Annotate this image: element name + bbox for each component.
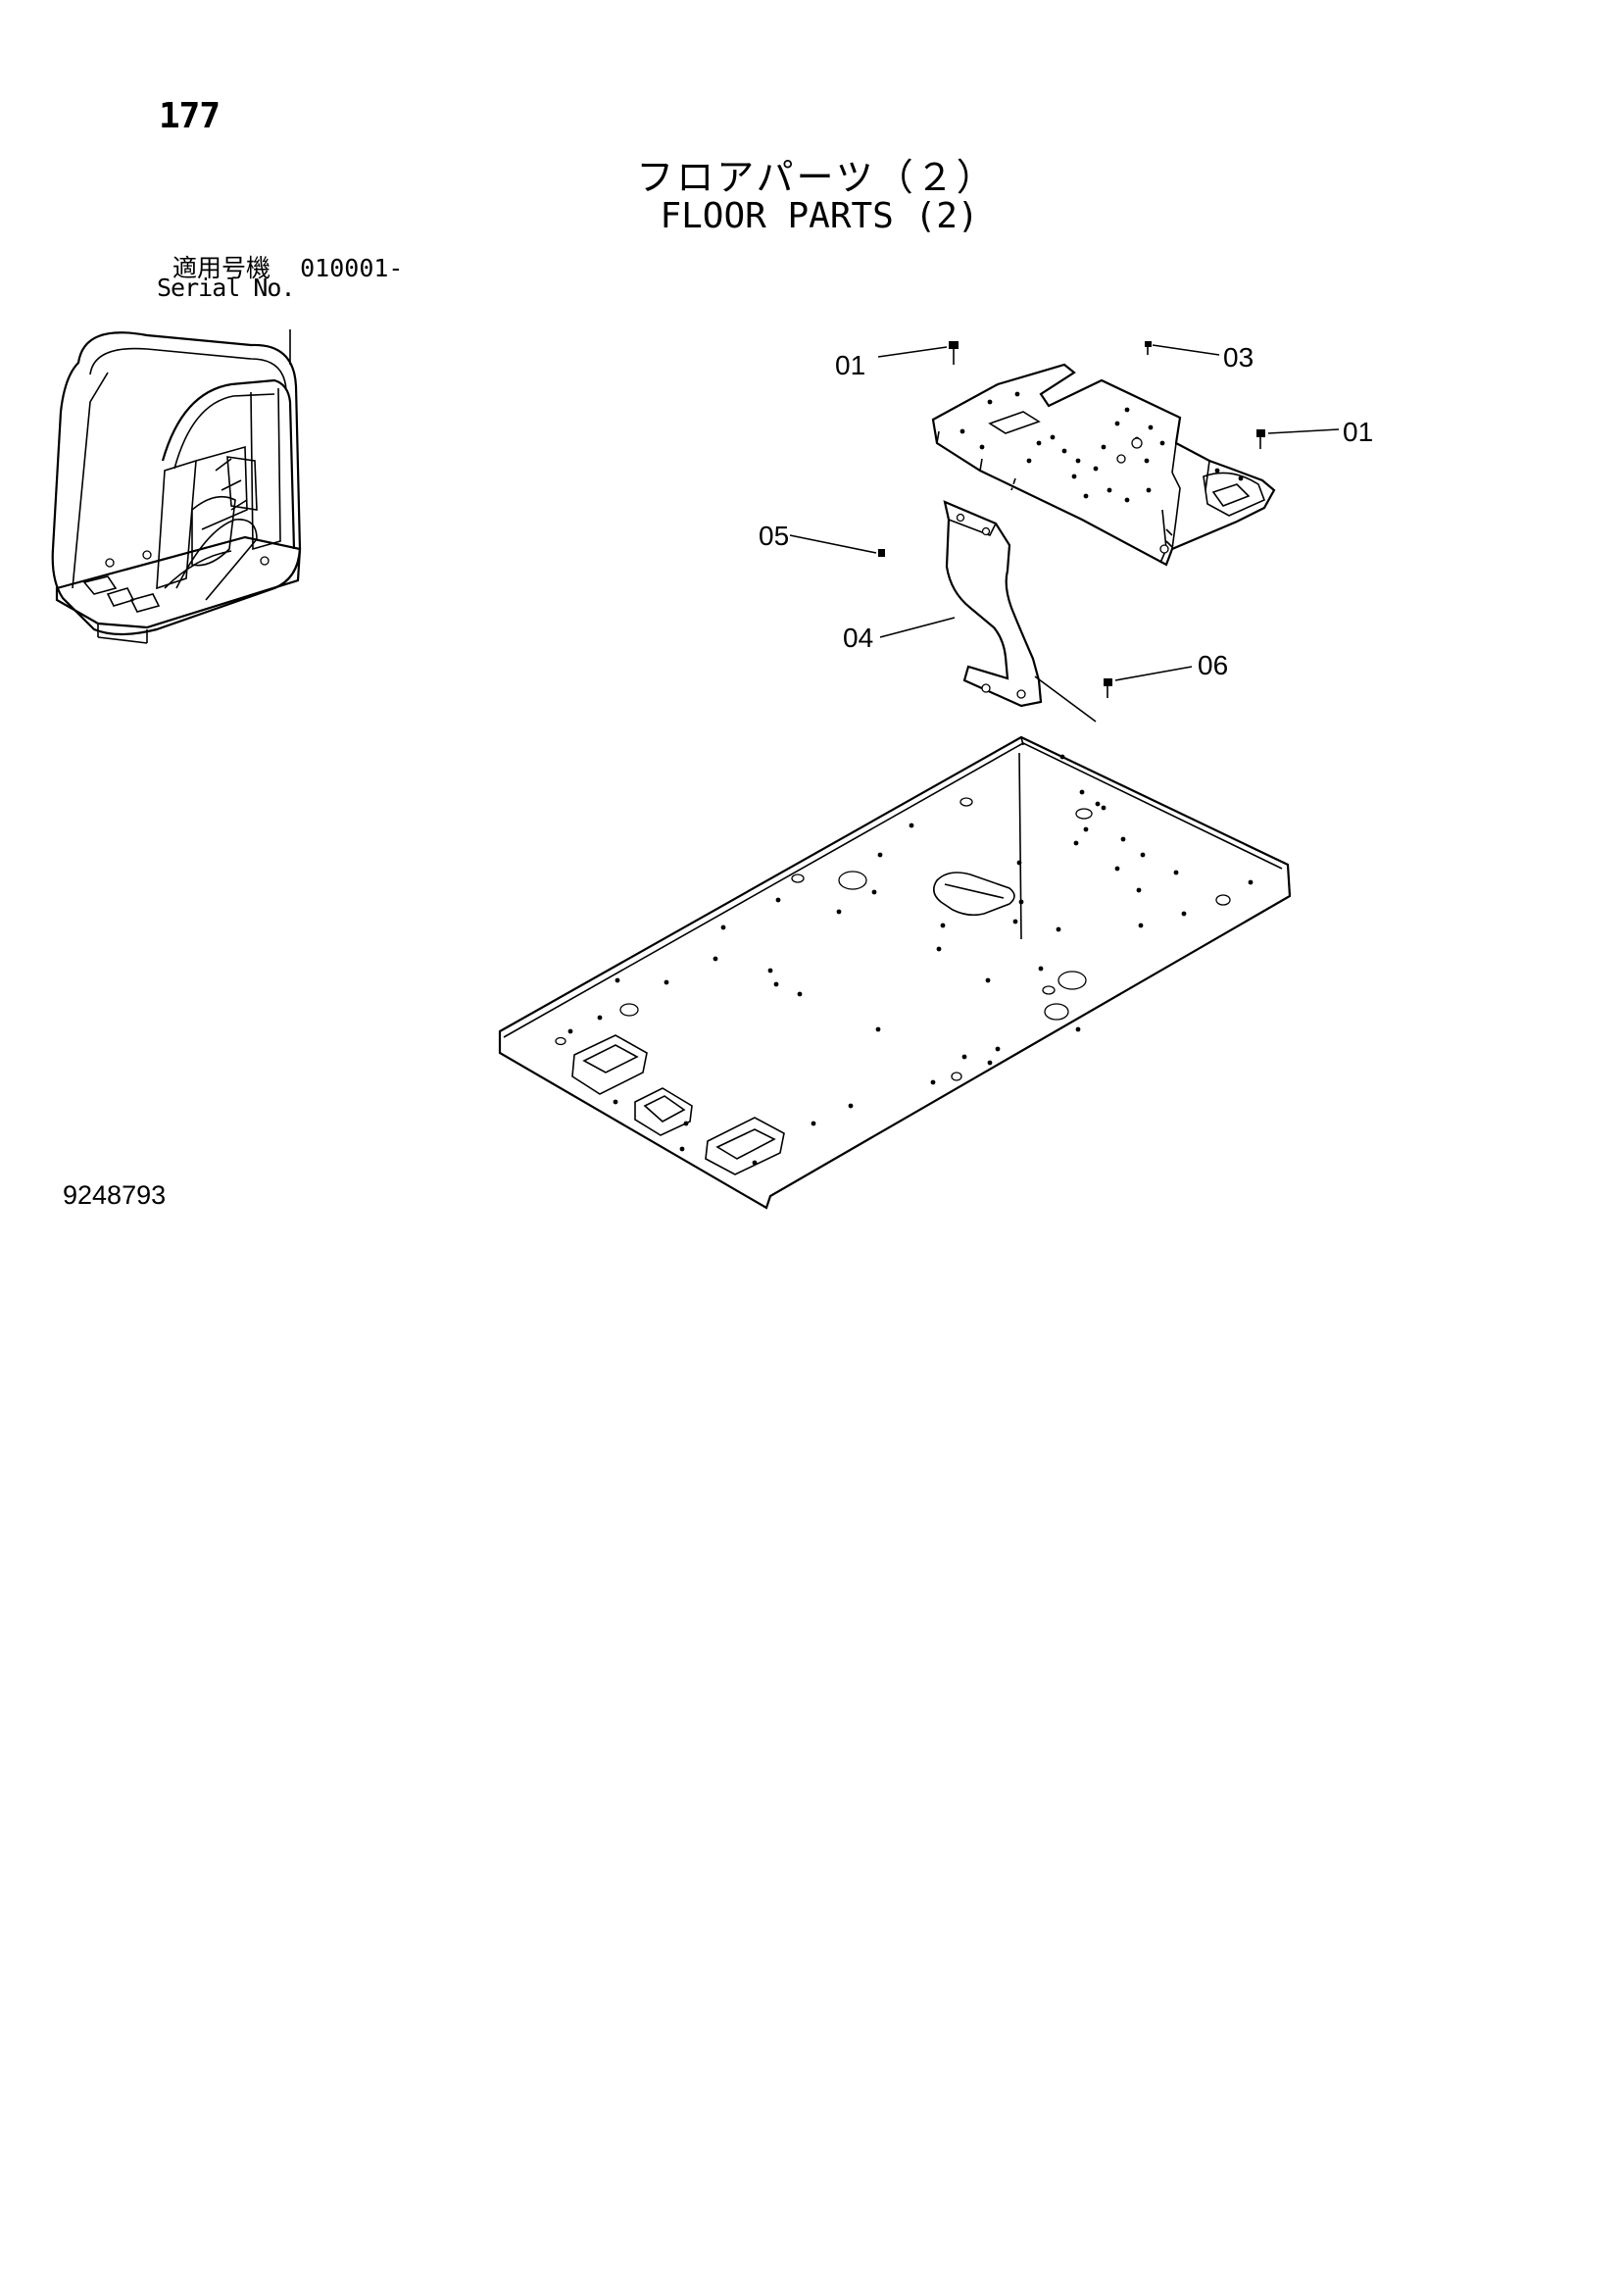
callout-01-left: 01	[835, 350, 865, 380]
title-english-text: FLOOR PARTS (2)	[660, 196, 979, 236]
leader-03	[1152, 344, 1220, 356]
bolt-06	[1104, 678, 1112, 698]
drawing-number: 9248793	[63, 1180, 167, 1210]
leader-05	[789, 534, 877, 554]
title-japanese: フロアパーツ（２）	[0, 147, 1623, 201]
bolt-05	[878, 549, 885, 557]
callout-03: 03	[1223, 342, 1254, 373]
main-floor-plate	[498, 735, 1292, 1210]
bracket-part-04	[943, 500, 1043, 708]
title-english: FLOOR PARTS (2)	[0, 196, 1623, 236]
leader-06	[1114, 666, 1193, 681]
page-number: 177	[159, 96, 221, 136]
serial-label-en: Serial No.	[157, 274, 296, 302]
leader-01-right	[1267, 428, 1340, 434]
bolt-01-right	[1256, 429, 1265, 449]
serial-value: 010001-	[300, 254, 404, 282]
callout-04: 04	[843, 623, 873, 653]
cab-overview-thumbnail	[51, 329, 302, 644]
callout-01-right: 01	[1343, 417, 1373, 447]
serial-label-jp: 適用号機	[172, 254, 271, 282]
serial-applicable-line: 適用号機 010001-	[172, 249, 403, 284]
bolt-03	[1145, 341, 1152, 355]
upper-floor-bracket	[931, 363, 1276, 567]
title-japanese-text: フロアパーツ（２）	[636, 156, 997, 199]
callout-05: 05	[759, 521, 789, 551]
callout-06: 06	[1198, 650, 1228, 680]
leader-04	[879, 617, 956, 638]
bolt-01-left	[949, 341, 959, 365]
leader-01-left	[877, 346, 948, 358]
